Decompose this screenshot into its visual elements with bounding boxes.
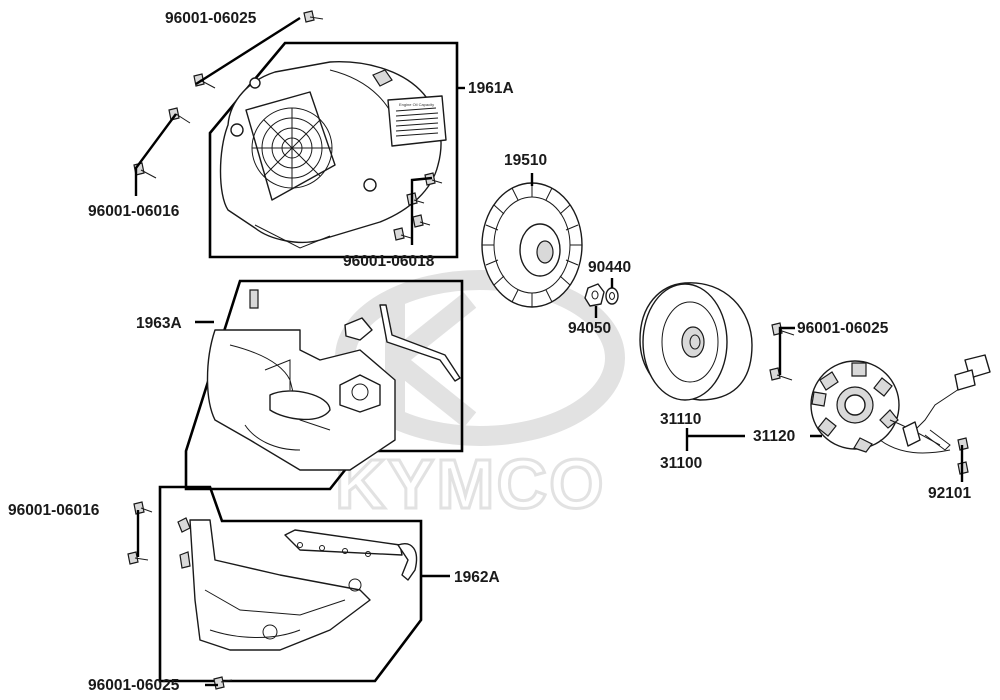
label-bolt-bottom: 96001-06025 <box>88 677 180 694</box>
shroud-1963a <box>206 289 461 471</box>
bolt-cover-left-1 <box>168 107 191 124</box>
cooling-fan-19510 <box>481 182 583 308</box>
label-bolt-06018: 96001-06018 <box>343 253 435 270</box>
label-bolt-left-upper: 96001-06016 <box>88 203 180 220</box>
nut-94050 <box>584 283 605 307</box>
bolt-cover-upper <box>193 73 216 89</box>
fan-cover-1961a: Engine Oil Capacity <box>219 61 447 249</box>
bolt-left-lower <box>127 501 153 565</box>
watermark-text: KYMCO <box>335 445 606 523</box>
label-1963a: 1963A <box>136 315 182 332</box>
label-bolt-right: 96001-06025 <box>797 320 889 337</box>
label-1961a: 1961A <box>468 80 514 97</box>
decal-title: Engine Oil Capacity <box>399 102 434 107</box>
label-92101: 92101 <box>928 485 971 502</box>
label-1962a: 1962A <box>454 569 500 586</box>
kymco-watermark: KYMCO <box>334 270 625 525</box>
label-31100: 31100 <box>660 455 702 472</box>
label-31120: 31120 <box>753 428 795 445</box>
bolt-bottom <box>213 676 233 690</box>
frame-1962a <box>158 485 423 683</box>
label-90440: 90440 <box>588 259 631 276</box>
label-bolt-left-lower: 96001-06016 <box>8 502 100 519</box>
washer-90440 <box>605 287 619 305</box>
bolt-right-06025 <box>769 322 795 381</box>
rotor-31110 <box>639 282 753 401</box>
bolt-top <box>303 10 324 23</box>
label-94050: 94050 <box>568 320 611 337</box>
oil-capacity-decal: Engine Oil Capacity <box>387 95 447 147</box>
label-31110: 31110 <box>660 411 701 428</box>
label-bolt-top: 96001-06025 <box>165 10 257 27</box>
label-19510: 19510 <box>504 152 547 169</box>
leader-lines <box>134 16 964 687</box>
shroud-1962a <box>177 517 418 651</box>
frame-1961a <box>208 41 459 259</box>
stator-31120 <box>810 354 991 454</box>
